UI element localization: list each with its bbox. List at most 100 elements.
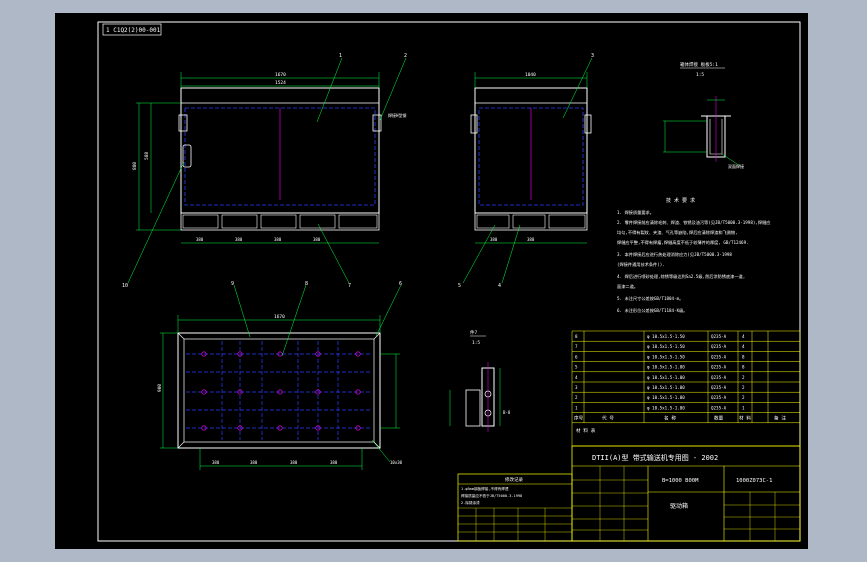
dim-front-bottom-4: 380 [313,237,321,242]
front-view-base-cells [182,214,378,229]
front-lug-right [372,114,382,132]
front-handle [182,144,192,168]
balloon-10: 10 [122,283,128,289]
dim-front-height-inner: 588 [144,152,150,160]
bom-header-cell: 材 料 [739,415,751,422]
note-line: 2. 零件焊接前应清除毛刺、焊渣、铁锈及油污等(见JB/T5000.3-1998… [617,219,770,226]
note-line: (焊接件通用技术条件)). [617,261,665,268]
plan-view-inner [183,338,375,443]
small-part-edge [465,389,481,427]
dim-plan-depth: 900 [157,384,163,392]
title-part-name: 驱动箱 [670,502,688,510]
bom-cell-material: Q235-A [711,334,727,339]
bom-cell-material: Q235-A [711,354,727,359]
section-scale: 1:5 [696,72,704,78]
bom-cell-qty: 4 [742,344,745,349]
bom-cell-qty: 2 [742,375,745,380]
balloon-7: 7 [348,283,351,289]
small-part-view: 件7 1:5 B-8 [449,329,511,432]
side-view: 1040 380 380 [470,72,592,244]
balloon-8: 8 [305,281,308,287]
drawing-code: 1 C1Q2(2)00-001 [106,27,161,34]
bom-header-cell: 数量 [714,415,724,422]
section-label: 箱体焊接 板板5:1 [680,61,718,68]
bom-cell-name: φ 10.5x1.5-1.00 [647,395,685,400]
bom-cell-name: φ 10.5x1.5-1.00 [647,405,685,410]
note-line: 焊缝应平整,不得有焊瘤,焊缝高度不低于较薄件的厚度, GB/T12469. [617,239,749,246]
bom-cell-material: Q235-A [711,365,727,370]
side-base-cell [512,214,546,229]
bolt-hole [355,389,361,395]
technical-notes: 技 术 要 求 1. 焊接质量要求。 2. 零件焊接前应清除毛刺、焊渣、铁锈及油… [617,197,770,314]
cad-drawing-svg: 1 C1Q2(2)00-001 [97,21,801,542]
bom-cell-index: 8 [575,334,578,339]
front-view-hidden [184,107,376,206]
change-table-title: 修改记录 [505,476,523,483]
side-view-hidden [478,107,584,206]
balloon-5: 5 [458,283,461,289]
balloon-3: 3 [591,53,594,59]
title-series: DTII(A)型 带式输送机专用图 - 2002 [592,453,718,462]
front-base-cell [260,214,297,229]
notes-title: 技 术 要 求 [666,197,695,204]
plan-corner-diag [373,441,381,449]
front-view: 1670 1524 880 588 380 380 380 380 焊接H型钢 [132,72,406,244]
bolt-hole [277,425,283,431]
drawing-frame [97,21,801,542]
bom-cell-index: 7 [575,344,578,349]
bom-cell-material: Q235-A [711,375,727,380]
bom-cell-qty: 8 [742,354,745,359]
section-detail: 箱体焊接 板板5:1 1:5 双面焊接 [663,61,744,169]
note-line: 4. 焊后进行喷砂处理,除锈等级达到Sa2.5级,然后涂防锈底漆一道, [617,273,745,280]
bom-cell-index: 5 [575,365,578,370]
plan-hole-note: 10x30 [390,460,403,465]
leader-line [462,224,496,284]
bolt-hole [201,351,207,357]
dim-front-bottom-1: 380 [196,237,204,242]
plan-bolt-holes [201,351,361,431]
dim-plan-bottom-4: 380 [330,460,338,465]
change-note: 2.除锈涂漆 [461,500,480,505]
bolt-hole [315,425,321,431]
bom-cell-name: φ 10.5x1.5-1.50 [647,354,685,359]
note-line: 3. 本件焊接后应进行热处理消除应力(见JB/T5000.3-1998 [617,251,732,258]
cad-viewport[interactable]: 1 C1Q2(2)00-001 [55,13,808,549]
bom-cell-index: 6 [575,354,578,359]
front-base-cell [221,214,258,229]
plan-corner-diag [373,332,381,340]
front-lug-left [178,114,188,132]
change-note: 焊接质量应不低于JB/T5000.3-1998 [461,493,522,498]
bom-header-cell: 名 称 [664,415,676,422]
bom-cell-name: φ 10.5x1.5-1.50 [647,344,685,349]
dim-plan-overall: 1670 [274,314,285,320]
bolt-hole [277,351,283,357]
front-base-cell [338,214,378,229]
dim-front-bottom-2: 380 [235,237,243,242]
bolt-hole [277,389,283,395]
note-line: 面漆二道。 [617,283,638,290]
leader-line [379,57,407,121]
dim-front-inner: 1524 [275,80,286,86]
bom-cell-qty: 8 [742,365,745,370]
side-base-cell [476,214,510,229]
dim-side-bottom-2: 380 [527,237,535,242]
title-spec: B=1000 B00M [662,478,699,484]
small-part-note: B-8 [503,410,511,415]
bom-cell-qty: 1 [742,405,745,410]
change-table: 修改记录 1.φ5mm钢板焊接,不得有焊透 焊接质量应不低于JB/T5000.3… [457,473,573,542]
side-lug-right [584,114,592,134]
change-table-frame [457,473,573,542]
weld-note-2: 双面焊接 [728,163,744,169]
balloon-9: 9 [231,281,234,287]
leader-line [233,284,251,338]
leader-line [562,57,593,119]
bom-cell-name: φ 10.5x1.5-1.00 [647,385,685,390]
plan-view-outer [177,332,381,449]
dim-plan-bottom-2: 380 [250,460,258,465]
leader-line [371,439,391,463]
title-block-grid [572,466,800,541]
bom-cell-material: Q235-A [711,395,727,400]
small-part-label: 件7 [470,329,477,336]
change-note: 1.φ5mm钢板焊接,不得有焊透 [461,486,509,491]
